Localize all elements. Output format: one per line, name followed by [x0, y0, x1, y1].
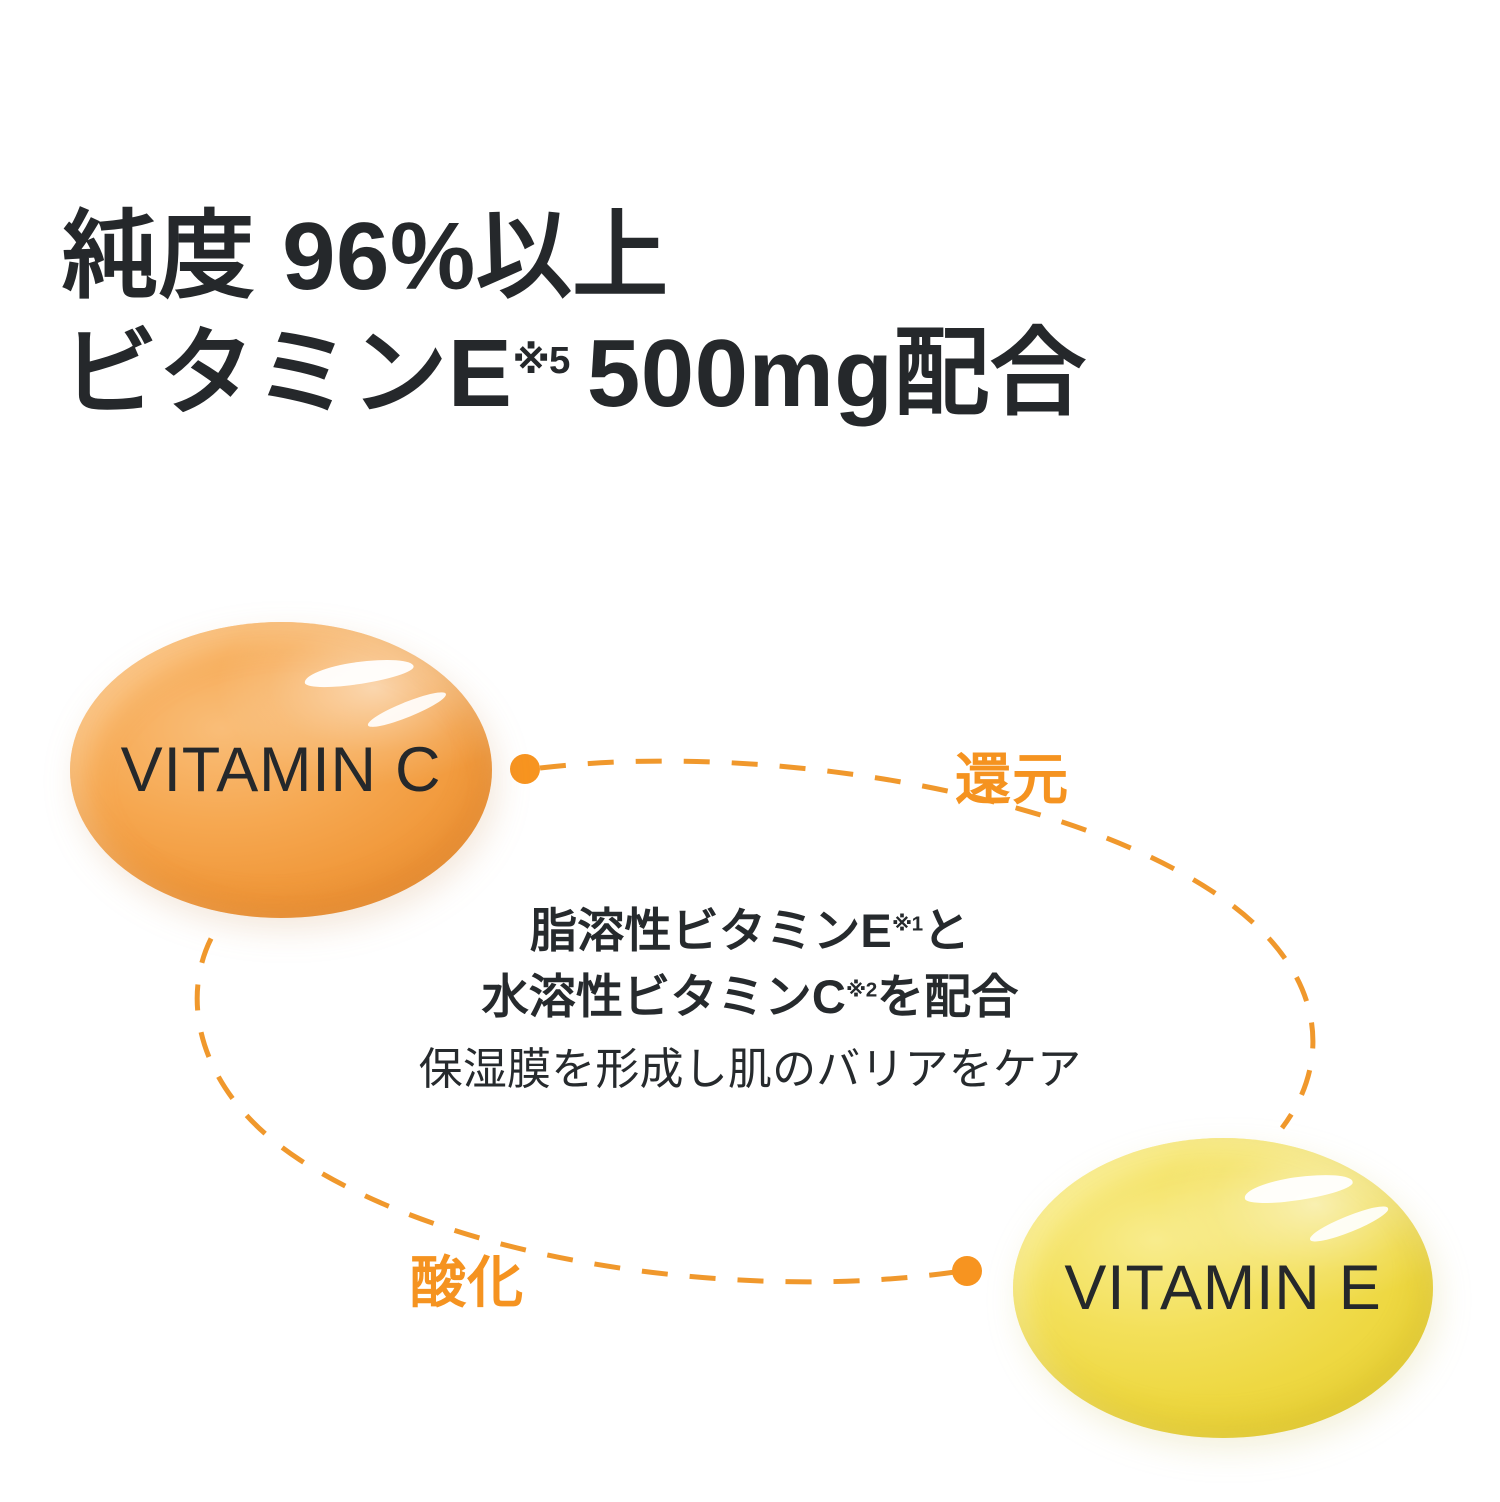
reduction-arc-start-dot	[510, 754, 540, 784]
description-line-3: 保湿膜を形成し肌のバリアをケア	[418, 1044, 1082, 1094]
headline-line-2-post: 500mg配合	[586, 320, 1087, 428]
reduction-label: 還元	[955, 748, 1070, 811]
description-line-2-post: を配合	[876, 969, 1019, 1023]
headline-line-2-pre: ビタミンE	[62, 320, 513, 428]
description-footnote-marker-2: ※2	[846, 978, 877, 1002]
vitamin-e-capsule: VITAMIN E	[1013, 1138, 1433, 1438]
headline-footnote-marker: ※5	[512, 339, 570, 383]
description-line-1-pre: 脂溶性ビタミンE	[530, 904, 892, 957]
oxidation-label: 酸化	[410, 1251, 525, 1314]
description-line-1-post: と	[922, 904, 970, 957]
description-footnote-marker-1: ※1	[891, 912, 923, 936]
vitamin-c-capsule: VITAMIN C	[70, 622, 492, 918]
vitamin-c-label: VITAMIN C	[120, 735, 442, 805]
vitamin-e-capsule-body	[1013, 1138, 1433, 1438]
description-block: 脂溶性ビタミンE※1と 水溶性ビタミンC※2を配合 保湿膜を形成し肌のバリアをケ…	[330, 898, 1170, 1102]
page-title: 純度 96%以上 ビタミンE※5 500mg配合	[62, 198, 1262, 432]
headline-line-1: 純度 96%以上	[62, 203, 669, 310]
vitamin-c-capsule-body	[70, 622, 492, 918]
description-line-1: 脂溶性ビタミンE※1と	[330, 898, 1170, 964]
description-line-2-pre: 水溶性ビタミンC	[481, 969, 847, 1023]
oxidation-arc-start-dot	[952, 1256, 982, 1286]
description-line-2: 水溶性ビタミンC※2を配合	[330, 964, 1170, 1030]
vitamin-e-label: VITAMIN E	[1064, 1253, 1382, 1323]
headline-line-2: ビタミンE※5 500mg配合	[62, 315, 1262, 432]
